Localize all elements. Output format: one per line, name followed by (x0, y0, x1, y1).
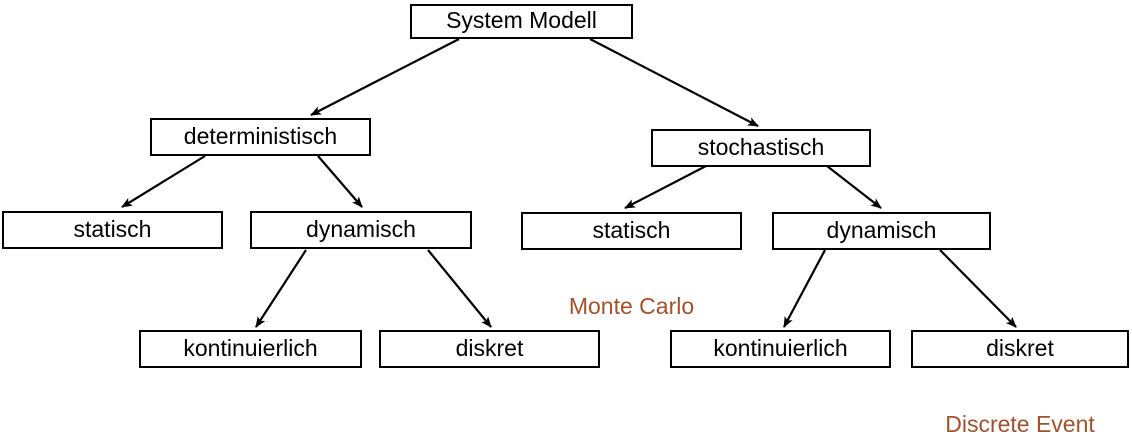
edge-det-dynamisch-to-kontinuierlich (255, 249, 307, 328)
annotation-line-1: Discrete Event (945, 411, 1095, 438)
node-label: statisch (592, 216, 671, 243)
node-deterministisch-diskret[interactable]: diskret (379, 330, 600, 368)
node-stochastisch-diskret[interactable]: diskret (911, 330, 1129, 368)
node-deterministisch[interactable]: deterministisch (150, 118, 371, 156)
node-label: stochastisch (697, 133, 825, 160)
edge-root-to-deterministisch (310, 38, 460, 116)
node-label: diskret (986, 334, 1054, 361)
node-label: kontinuierlich (713, 334, 848, 361)
node-label: kontinuierlich (183, 334, 318, 361)
node-stochastisch-statisch[interactable]: statisch (521, 212, 742, 250)
node-deterministisch-statisch[interactable]: statisch (2, 211, 223, 249)
node-deterministisch-kontinuierlich[interactable]: kontinuierlich (139, 330, 362, 368)
edge-deterministisch-to-statisch (121, 155, 206, 208)
node-stochastisch-kontinuierlich[interactable]: kontinuierlich (670, 330, 891, 368)
edge-stochastisch-to-dynamisch (826, 165, 882, 209)
node-label: deterministisch (183, 122, 338, 149)
edge-sto-dynamisch-to-diskret (939, 249, 1017, 328)
annotation-discrete-event-simulation: Discrete Event Simulation (911, 384, 1129, 444)
node-label: System Modell (446, 7, 597, 33)
node-system-modell[interactable]: System Modell (410, 4, 633, 39)
node-stochastisch[interactable]: stochastisch (651, 129, 871, 167)
node-label: dynamisch (826, 216, 937, 243)
node-label: statisch (73, 215, 152, 242)
edge-stochastisch-to-statisch (624, 165, 707, 209)
annotation-line: Monte Carlo (568, 293, 695, 320)
edge-det-dynamisch-to-diskret (427, 249, 492, 328)
node-stochastisch-dynamisch[interactable]: dynamisch (772, 212, 991, 250)
node-deterministisch-dynamisch[interactable]: dynamisch (250, 211, 472, 249)
edge-sto-dynamisch-to-kontinuierlich (783, 249, 826, 328)
edge-root-to-stochastisch (589, 38, 759, 127)
node-label: dynamisch (306, 215, 416, 242)
annotation-monte-carlo: Monte Carlo (521, 266, 742, 347)
node-label: diskret (455, 334, 524, 361)
edge-deterministisch-to-dynamisch (317, 155, 363, 208)
